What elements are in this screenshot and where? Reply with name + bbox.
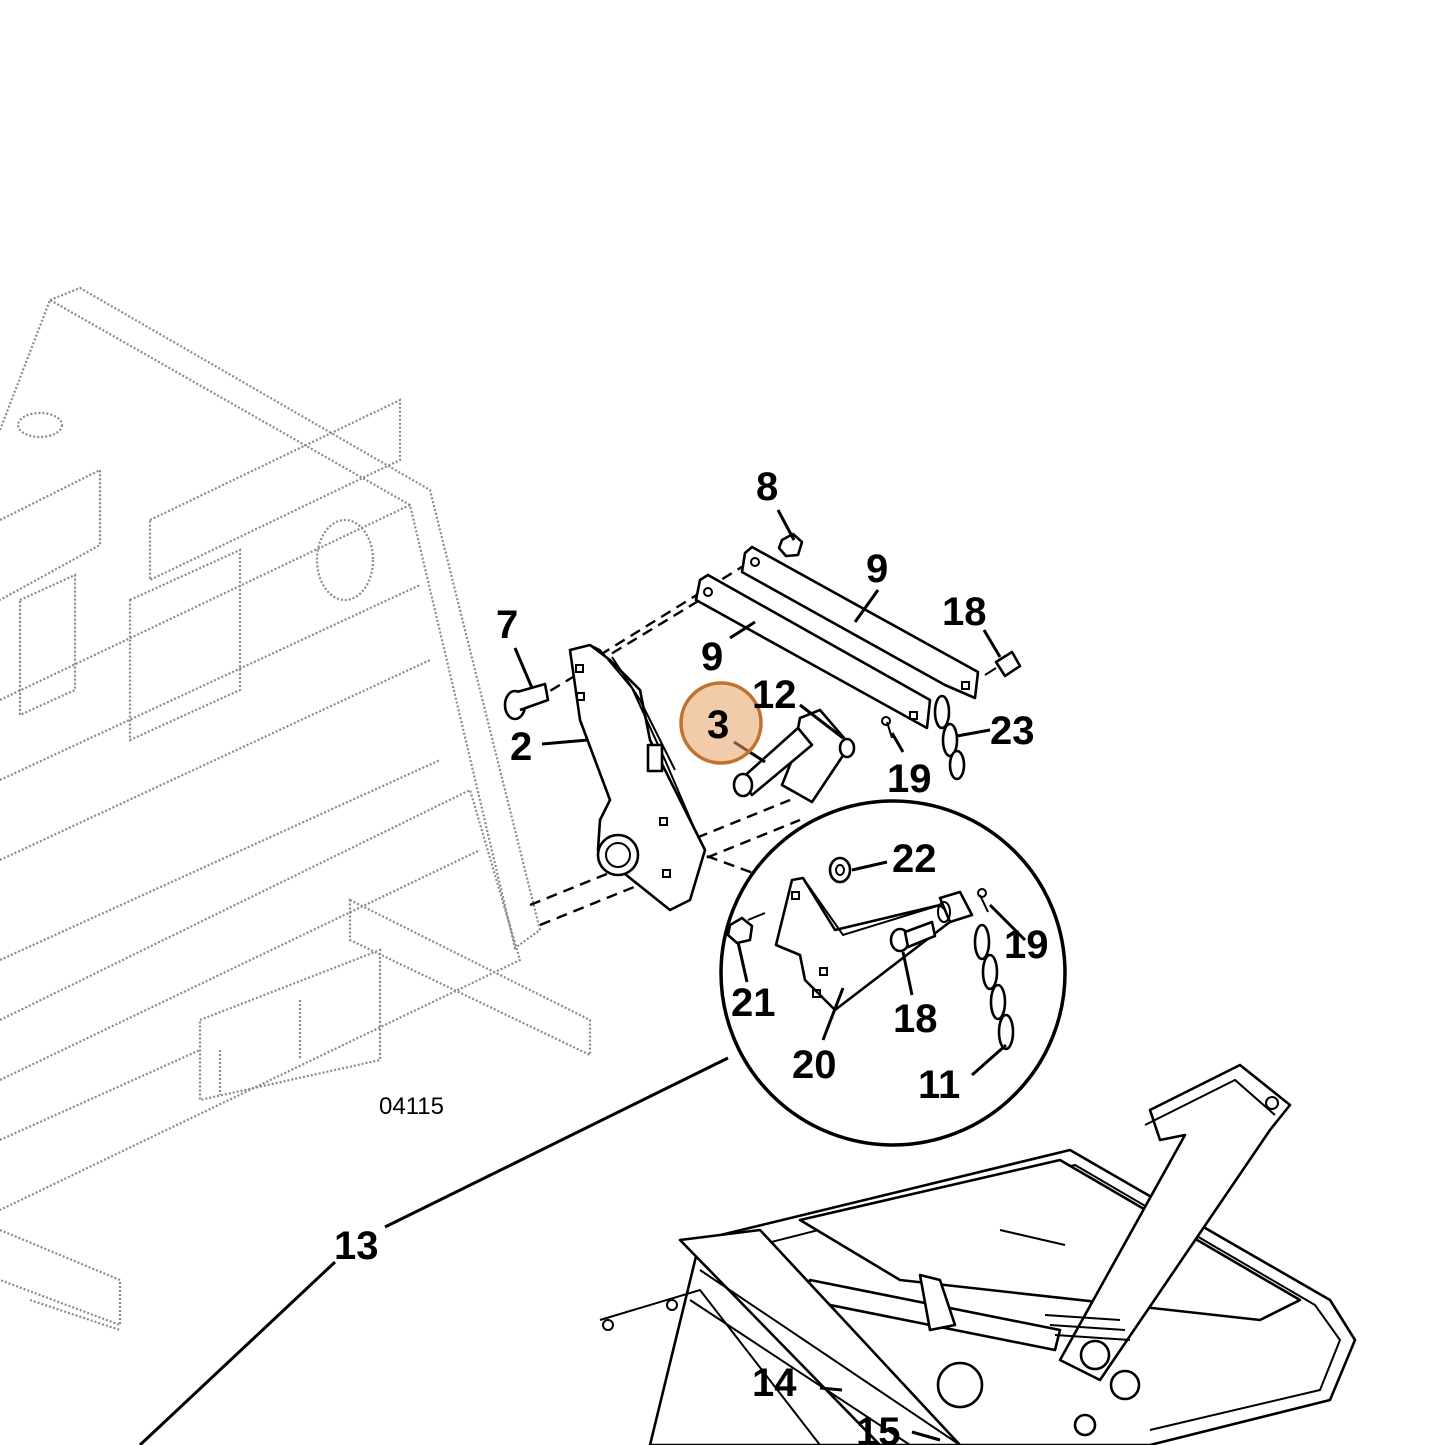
highlight-marker[interactable]	[679, 681, 763, 765]
callout-11[interactable]: 11	[918, 1063, 960, 1107]
callout-19-detail[interactable]: 19	[1004, 923, 1049, 967]
callout-18-upper[interactable]: 18	[942, 590, 987, 634]
support-strap-lower	[694, 573, 932, 730]
callout-15[interactable]: 15	[856, 1410, 901, 1445]
callout-18-detail[interactable]: 18	[893, 997, 938, 1041]
detail-view-circle	[719, 799, 1067, 1147]
callout-23[interactable]: 23	[990, 709, 1035, 753]
callout-9-upper[interactable]: 9	[866, 547, 888, 591]
clevis-pin	[503, 682, 550, 721]
callout-3[interactable]: 3	[707, 703, 729, 747]
callout-19-upper[interactable]: 19	[887, 757, 932, 801]
callout-21[interactable]: 21	[731, 981, 776, 1025]
mower-deck-assembly	[599, 1063, 1357, 1445]
callout-9-lower[interactable]: 9	[701, 635, 723, 679]
shoulder-bolt	[984, 650, 1022, 678]
hex-nut	[777, 532, 804, 558]
callout-7[interactable]: 7	[496, 603, 518, 647]
callout-20[interactable]: 20	[792, 1043, 837, 1087]
callout-8[interactable]: 8	[756, 465, 778, 509]
ghosted-mower-frame	[0, 286, 592, 1332]
chain	[933, 694, 966, 781]
callout-2[interactable]: 2	[510, 725, 532, 769]
callout-13[interactable]: 13	[334, 1224, 379, 1268]
cotter-pin-upper	[881, 716, 893, 739]
support-strap-upper	[740, 545, 980, 700]
callout-14[interactable]: 14	[752, 1361, 797, 1405]
pivot-shaft-plate	[732, 708, 856, 804]
drawing-number: 04115	[379, 1093, 444, 1120]
callout-22[interactable]: 22	[892, 837, 937, 881]
callout-12[interactable]: 12	[752, 673, 797, 717]
callout-labels: 2 3 7 8 9 9 12 18 23 19 22 19 21 18 20 1…	[334, 465, 1049, 1445]
lift-arm-bracket	[568, 643, 707, 912]
